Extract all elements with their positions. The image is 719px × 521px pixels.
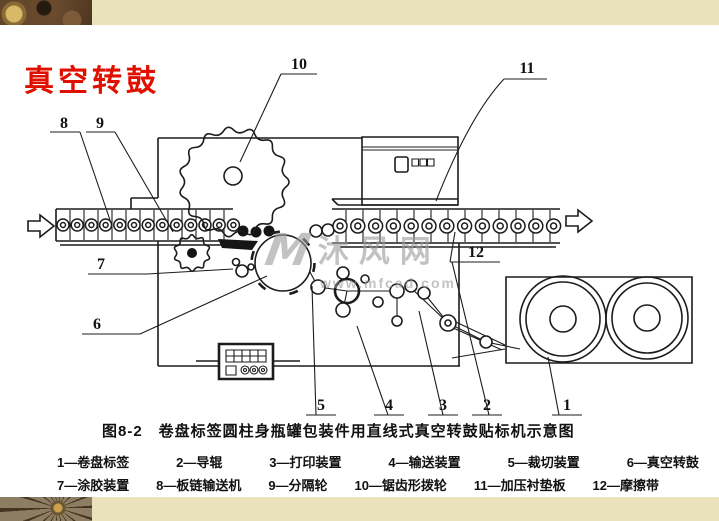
- legend-item-11: 11—加压衬垫板: [473, 478, 566, 493]
- sawtooth-dial-wheel: [180, 127, 289, 236]
- infeed-arrow-icon: [28, 215, 54, 237]
- part-label-5: 5: [317, 397, 325, 414]
- slat-chain-conveyor-left: [56, 209, 239, 245]
- glue-roller-small: [248, 264, 254, 270]
- legend-row-1: 1—卷盘标签 2—导辊 3—打印装置 4—输送装置 5—裁切装置 6—真空转鼓: [57, 452, 699, 471]
- leader-lines: [50, 74, 582, 415]
- legend-item-10: 10—锯齿形拨轮: [354, 478, 447, 493]
- decor-photo-top-left: [0, 0, 92, 25]
- outfeed-arrow-icon: [566, 210, 592, 232]
- separating-wheel: [174, 235, 209, 272]
- part-label-2: 2: [483, 397, 491, 414]
- part-label-3: 3: [439, 397, 447, 414]
- glue-roller-small-2: [233, 259, 240, 266]
- glue-roller: [236, 265, 248, 277]
- part-label-1: 1: [563, 397, 571, 414]
- legend-item-7: 7—涂胶装置: [57, 478, 130, 493]
- part-label-6: 6: [93, 316, 101, 333]
- part-label-11: 11: [519, 60, 534, 77]
- part-label-7: 7: [97, 256, 105, 273]
- bottom-border-strip: [0, 497, 719, 521]
- legend-item-4: 4—输送装置: [388, 455, 461, 470]
- part-label-10: 10: [291, 56, 307, 73]
- legend-item-3: 3—打印装置: [269, 455, 342, 470]
- legend-item-8: 8—板链输送机: [156, 478, 242, 493]
- decor-photo-bottom-left: [0, 497, 92, 521]
- vacuum-drum: [233, 232, 315, 295]
- label-web-linkage: [310, 267, 520, 358]
- slide-title: 真空转鼓: [24, 65, 160, 98]
- legend-item-9: 9—分隔轮: [268, 478, 328, 493]
- part-label-12: 12: [468, 244, 484, 261]
- bottle-row: [218, 224, 334, 250]
- legend-item-5: 5—裁切装置: [507, 455, 580, 470]
- part-label-4: 4: [385, 397, 393, 414]
- legend-row-2: 7—涂胶装置 8—板链输送机 9—分隔轮 10—锯齿形拨轮 11—加压衬垫板 1…: [57, 475, 659, 494]
- legend-item-1: 1—卷盘标签: [57, 455, 130, 470]
- legend-item-6: 6—真空转鼓: [626, 455, 699, 470]
- label-reels: [506, 276, 692, 363]
- bottle-guide-block: [218, 239, 258, 250]
- part-label-9: 9: [96, 115, 104, 132]
- legend-item-2: 2—导辊: [176, 455, 223, 470]
- top-border-strip: [0, 0, 719, 25]
- control-panel: [196, 344, 300, 379]
- legend-item-12: 12—摩擦带: [592, 478, 659, 493]
- part-label-8: 8: [60, 115, 68, 132]
- pressure-backing-plate: [332, 199, 458, 205]
- figure-caption: 图8-2 卷盘标签圆柱身瓶罐包装件用直线式真空转鼓贴标机示意图: [102, 423, 575, 440]
- slat-chain-conveyor-right: [332, 209, 561, 247]
- machine-body: [131, 137, 460, 366]
